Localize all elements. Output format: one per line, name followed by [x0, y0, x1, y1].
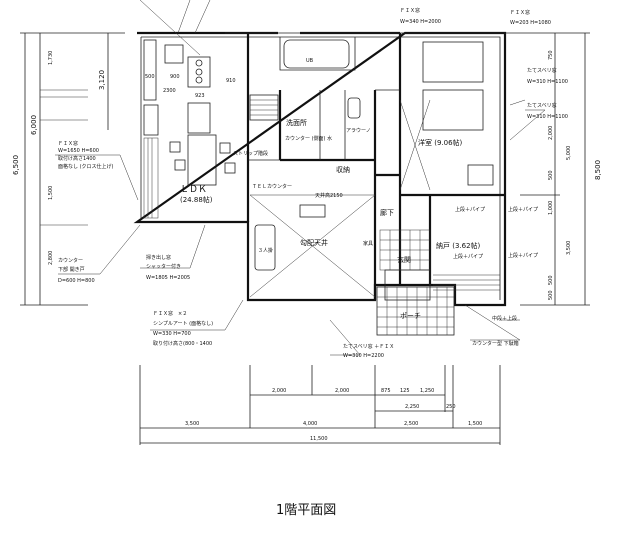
- note: カウンター (側面) 水: [285, 135, 332, 142]
- note: ＴＥＬカウンター: [252, 183, 292, 190]
- dim: 11,500: [310, 436, 328, 442]
- note: たてスベリ窓 ＋ＦＩＸ: [343, 343, 394, 350]
- note: 家具: [363, 240, 373, 247]
- note: カウンター型 下駄箱: [472, 340, 519, 347]
- room-ldk-area: (24.88帖): [180, 195, 213, 204]
- atrium-lines: [249, 99, 431, 298]
- note: 天井高2150: [315, 192, 343, 199]
- dim: 1,500: [48, 186, 54, 200]
- dimension-right: 8,500 5,000 3,500 750 1,000 2,000 500 50…: [225, 32, 602, 306]
- note: 上段＋パイプ: [508, 252, 538, 259]
- dining-chairs: [169, 141, 236, 174]
- note: ストリップ階段: [233, 150, 268, 157]
- note: 上段＋パイプ: [455, 206, 485, 213]
- note: W=310 H=1100: [527, 114, 568, 120]
- note: W=330 H=700: [153, 331, 191, 337]
- note: W=203 H=1080: [510, 20, 551, 26]
- dim: 8,500: [594, 160, 602, 180]
- note: ＦＩＸ窓: [510, 9, 530, 16]
- dim: 750: [548, 50, 554, 60]
- note: シャッター付き: [146, 263, 181, 270]
- kitchen: [143, 39, 217, 219]
- dim: 900: [170, 74, 180, 80]
- note: W=310 H=2200: [343, 353, 384, 359]
- room-ldk: ＬＤＫ: [180, 185, 207, 195]
- note: ３人掛: [258, 247, 273, 254]
- dim: 1,730: [48, 51, 54, 65]
- room-porch: ポーチ: [400, 312, 421, 320]
- room-closet: 収納: [336, 165, 350, 174]
- note: 中段＋上段: [492, 315, 517, 322]
- dim: 875: [381, 388, 391, 394]
- note: カウンター: [58, 257, 83, 264]
- dim: 3,120: [98, 70, 106, 90]
- leader-lines: [55, 0, 546, 356]
- dim: 2,800: [48, 251, 54, 265]
- note: たてスベリ窓: [527, 67, 557, 74]
- dim: 1,000: [548, 201, 554, 215]
- note: D=600 H=800: [58, 278, 95, 284]
- dim: 3,500: [566, 241, 572, 255]
- porch-tiles: [376, 229, 455, 336]
- dim: 1,500: [468, 421, 482, 427]
- dim: 2,250: [405, 404, 419, 410]
- dim: 2,000: [335, 388, 349, 394]
- note: 上段＋パイプ: [453, 253, 483, 260]
- dimension-left: 6,500 6,000 3,120 1,730 1,500 2,800 500 …: [12, 32, 236, 306]
- note: W=310 H=1100: [527, 79, 568, 85]
- dim: 2300: [163, 88, 176, 94]
- note: 取付け高さ1400: [58, 155, 96, 162]
- dim: 1,250: [420, 388, 434, 394]
- dim: 500: [548, 170, 554, 180]
- plan-title: 1階平面図: [276, 503, 336, 518]
- room-hall: 廊下: [380, 208, 394, 217]
- room-atrium: 勾配天井: [300, 238, 328, 247]
- beds: [422, 41, 494, 186]
- dim: 250: [446, 404, 456, 410]
- note: たてスベリ窓: [527, 102, 557, 109]
- dim: 500: [548, 275, 554, 285]
- room-western: 洋室 (9.06帖): [418, 138, 463, 147]
- note: 取り付け高さ(800・1400: [153, 340, 212, 347]
- dim: 125: [400, 388, 410, 394]
- dim: 2,000: [548, 126, 554, 140]
- note: 面格なし (クロス仕上げ): [58, 163, 114, 170]
- dim: 6,000: [30, 115, 38, 135]
- note: ＦＩＸ窓 ×２: [153, 310, 187, 317]
- room-bath: UB: [306, 58, 314, 64]
- bathroom: [283, 39, 361, 119]
- dim: 5,000: [566, 146, 572, 160]
- note: 下部 開き戸: [58, 266, 85, 273]
- dim: 3,500: [185, 421, 199, 427]
- dim: 910: [226, 78, 236, 84]
- exterior-walls: [133, 31, 507, 307]
- note: W=1805 H=2005: [146, 275, 190, 281]
- room-entrance: 玄関: [397, 255, 411, 264]
- note: 掃き出し窓: [146, 254, 171, 261]
- note: シンプルアート (面格なし): [153, 320, 213, 327]
- dim: 500: [145, 74, 155, 80]
- dim: 923: [195, 93, 205, 99]
- dim: 4,000: [303, 421, 317, 427]
- note: W=1650 H=600: [58, 148, 99, 154]
- note: ＦＩＸ窓: [400, 7, 420, 14]
- note: W=340 H=2000: [400, 19, 441, 25]
- room-storage: 納戸 (3.62帖): [436, 241, 481, 250]
- dim: 6,500: [12, 155, 20, 175]
- note: 上段＋パイプ: [508, 206, 538, 213]
- dim: 500: [548, 290, 554, 300]
- note: ＦＩＸ窓: [58, 140, 78, 147]
- room-washroom: 洗面所: [286, 118, 307, 127]
- stair: [249, 94, 500, 301]
- dim: 2,000: [272, 388, 286, 394]
- dimension-bottom: 2,000 2,000 875 125 1,250 2,250 250 3,50…: [139, 365, 501, 445]
- room-toilet: アラウーノ: [346, 127, 371, 134]
- dim: 2,500: [404, 421, 418, 427]
